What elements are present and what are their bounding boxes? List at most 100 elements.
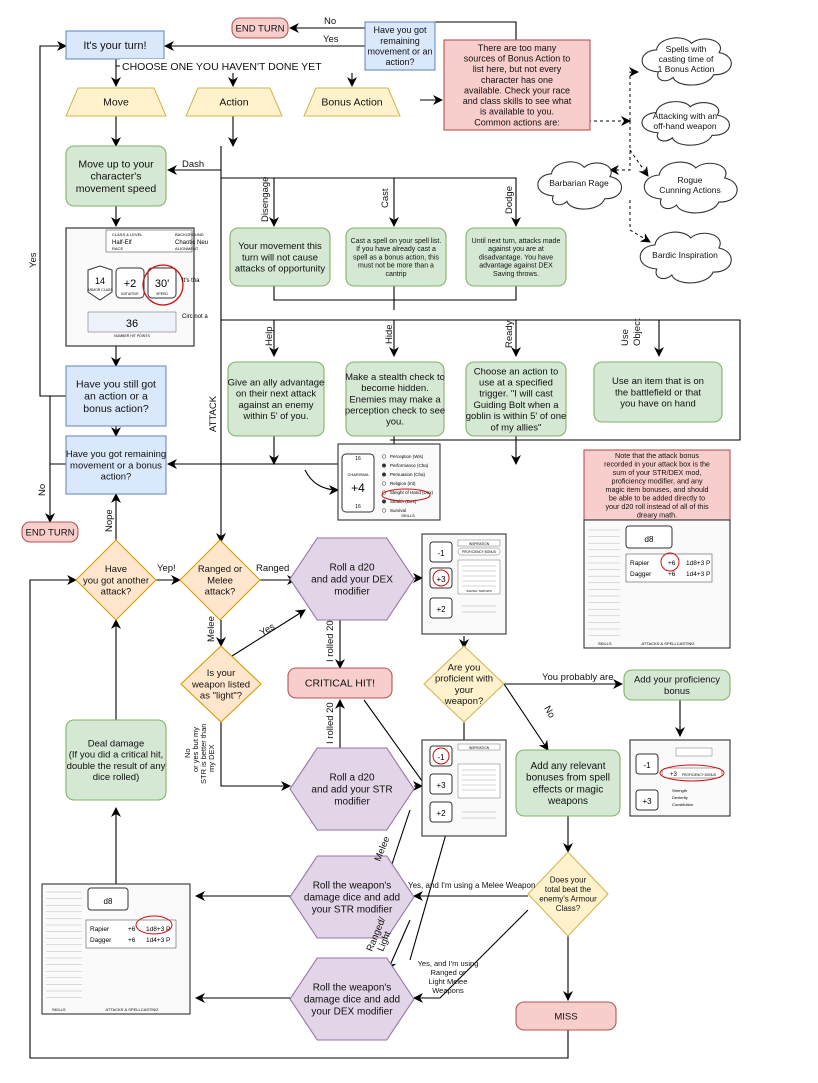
dex-top-inspiration: INSPIRATION: [469, 542, 490, 546]
miss-text: MISS: [554, 1011, 577, 1022]
dex-mid-mod-2: +3: [436, 781, 446, 790]
skill-proficiency-dot: [381, 463, 387, 468]
still-action-shape: [65, 365, 167, 427]
roll-dex-shape: [289, 537, 415, 621]
roll-str-shape: [289, 747, 415, 831]
prof-skill-2: Dexterity: [672, 795, 688, 800]
prof-sheet-bonus: +3: [670, 772, 678, 778]
bonus-note-text: and class skills to see what: [463, 96, 572, 106]
ready-box-text: of my allies": [491, 422, 542, 433]
node-move: Move: [65, 87, 167, 117]
ready-box-text: Choose an action to: [474, 366, 559, 377]
move-up-shape: [65, 145, 167, 207]
node-bonus-action: Bonus Action: [303, 87, 401, 117]
disengage-box-text: Your movement this: [238, 241, 322, 252]
proficient-text: your: [455, 685, 473, 696]
roll-str-text: modifier: [334, 796, 370, 807]
sheet-hp-label: NUMBER HIT POINTS: [114, 334, 150, 338]
dodge-box-text: advantage against DEX: [479, 263, 553, 270]
hide-box-text: you.: [386, 417, 404, 428]
edge-label-yes-light: Yes: [258, 621, 277, 638]
edge-label-cast: Cast: [380, 188, 391, 208]
sheet-background-label: BACKGROUND: [175, 232, 204, 237]
skill-proficiency-dot: [381, 472, 387, 477]
hide-box-text: become hidden.: [361, 383, 429, 394]
sheet-race-value: Half-Elf: [112, 240, 132, 246]
sheet-initiative-value: +2: [124, 278, 137, 290]
character-sheet-proficiency: -1 +3 +3 PROFICIENCY BONUS Strength Dext…: [629, 739, 731, 817]
attack-right-footer: ATTACKS & SPELLCASTING: [642, 641, 695, 646]
speed-highlight-circle: [142, 264, 184, 306]
damage-highlight-left: [135, 915, 173, 935]
damage-dex-text: damage dice and add: [304, 995, 400, 1006]
move-shape: [65, 87, 167, 117]
attack-row-cell: 1d4+3 P: [686, 571, 710, 578]
deal-damage-text: dice rolled): [93, 772, 139, 783]
help-box-text: Give an ally advantage: [228, 378, 325, 389]
add-bonuses-shape: [515, 749, 621, 817]
action-shape: [185, 87, 283, 117]
damage-dex-text: Roll the weapon's: [313, 983, 392, 994]
node-cast-box: Cast a spell on your spell list.If you h…: [345, 227, 447, 287]
roll-str-text: Roll a d20: [329, 773, 374, 784]
sheet-race-label: RACE: [112, 246, 123, 251]
stealth-highlight-circle: [381, 488, 431, 502]
edge-label-yes-top: Yes: [323, 34, 339, 45]
ranged-melee-text: Ranged or: [198, 564, 242, 575]
dex-mid-mod-1: -1: [437, 753, 445, 762]
note-attack-bonus-text: sum of your STR/DEX mod,: [613, 468, 702, 477]
proficient-text: Are you: [448, 663, 481, 674]
add-bonuses-text: bonuses from spell: [526, 773, 610, 784]
skills-ability-mod: +4: [351, 481, 365, 495]
sheet-hp-value: 36: [126, 318, 138, 330]
damage-str-text: damage dice and add: [304, 893, 400, 904]
edge-label-no-prof: No: [541, 704, 557, 720]
cloud-spells-text: 1 Bonus Action: [658, 64, 715, 74]
sheet-side-fragment: It's tha: [182, 278, 200, 284]
edge-label-use: Use: [620, 329, 631, 346]
end-turn-left-text: END TURN: [26, 527, 75, 538]
ranged-melee-text: Melee: [207, 575, 233, 586]
bonus-note-text: Common actions are:: [474, 117, 560, 127]
edge-label-yes-ranged-2: Ranged or: [430, 968, 466, 977]
deal-damage-text: Deal damage: [88, 739, 145, 750]
edge-label-rolled20-a: I rolled 20: [325, 620, 336, 662]
cloud-offhand-text: Attacking with an: [653, 111, 718, 121]
ready-box-shape: [465, 361, 567, 437]
beat-ac-text: enemy's Armour: [539, 895, 597, 904]
move-text: Move: [103, 97, 129, 109]
deal-damage-shape: [65, 719, 167, 801]
sheet-background-value: Chaotic Neu: [175, 240, 208, 246]
note-attack-bonus-text: Note that the attack bonus: [615, 451, 699, 460]
edge-label-no-light-4: my DEX: [207, 744, 216, 772]
bonus-action-text: Bonus Action: [321, 97, 382, 109]
attack-row-cell: +6: [128, 937, 136, 944]
use-object-box-text: Use an item that is on: [612, 376, 704, 387]
cloud-spells-shape: [641, 37, 732, 86]
attack-row-cell: +6: [668, 571, 676, 578]
dodge-box-text: against you are at: [488, 246, 544, 253]
still-action-text: an action or a: [84, 391, 148, 403]
remaining-move-bonus-text: Have you got remaining: [66, 449, 166, 460]
cloud-rage-text: Barbarian Rage: [549, 178, 609, 188]
note-attack-bonus-shape: [583, 449, 731, 521]
edge-label-no-light-2: or yes but my: [191, 727, 200, 772]
edge-label-no-left: No: [37, 484, 48, 496]
cast-box-text: If you have already cast a: [356, 246, 436, 253]
skill-proficiency-dot: [381, 499, 387, 504]
node-its-your-turn: It's your turn!: [65, 30, 165, 60]
bonus-note-text: There are too many: [478, 43, 557, 53]
skill-proficiency-dot: [381, 454, 387, 459]
attack-left-skills-footer: SKILLS: [52, 1007, 66, 1012]
cloud-offhand-shape: [641, 101, 730, 146]
skills-footer: SKILLS: [401, 513, 415, 518]
cloud-bardic-shape: [639, 231, 732, 284]
light-weapon-text: Is your: [207, 668, 236, 679]
ready-box-text: use at a specified: [479, 378, 553, 389]
